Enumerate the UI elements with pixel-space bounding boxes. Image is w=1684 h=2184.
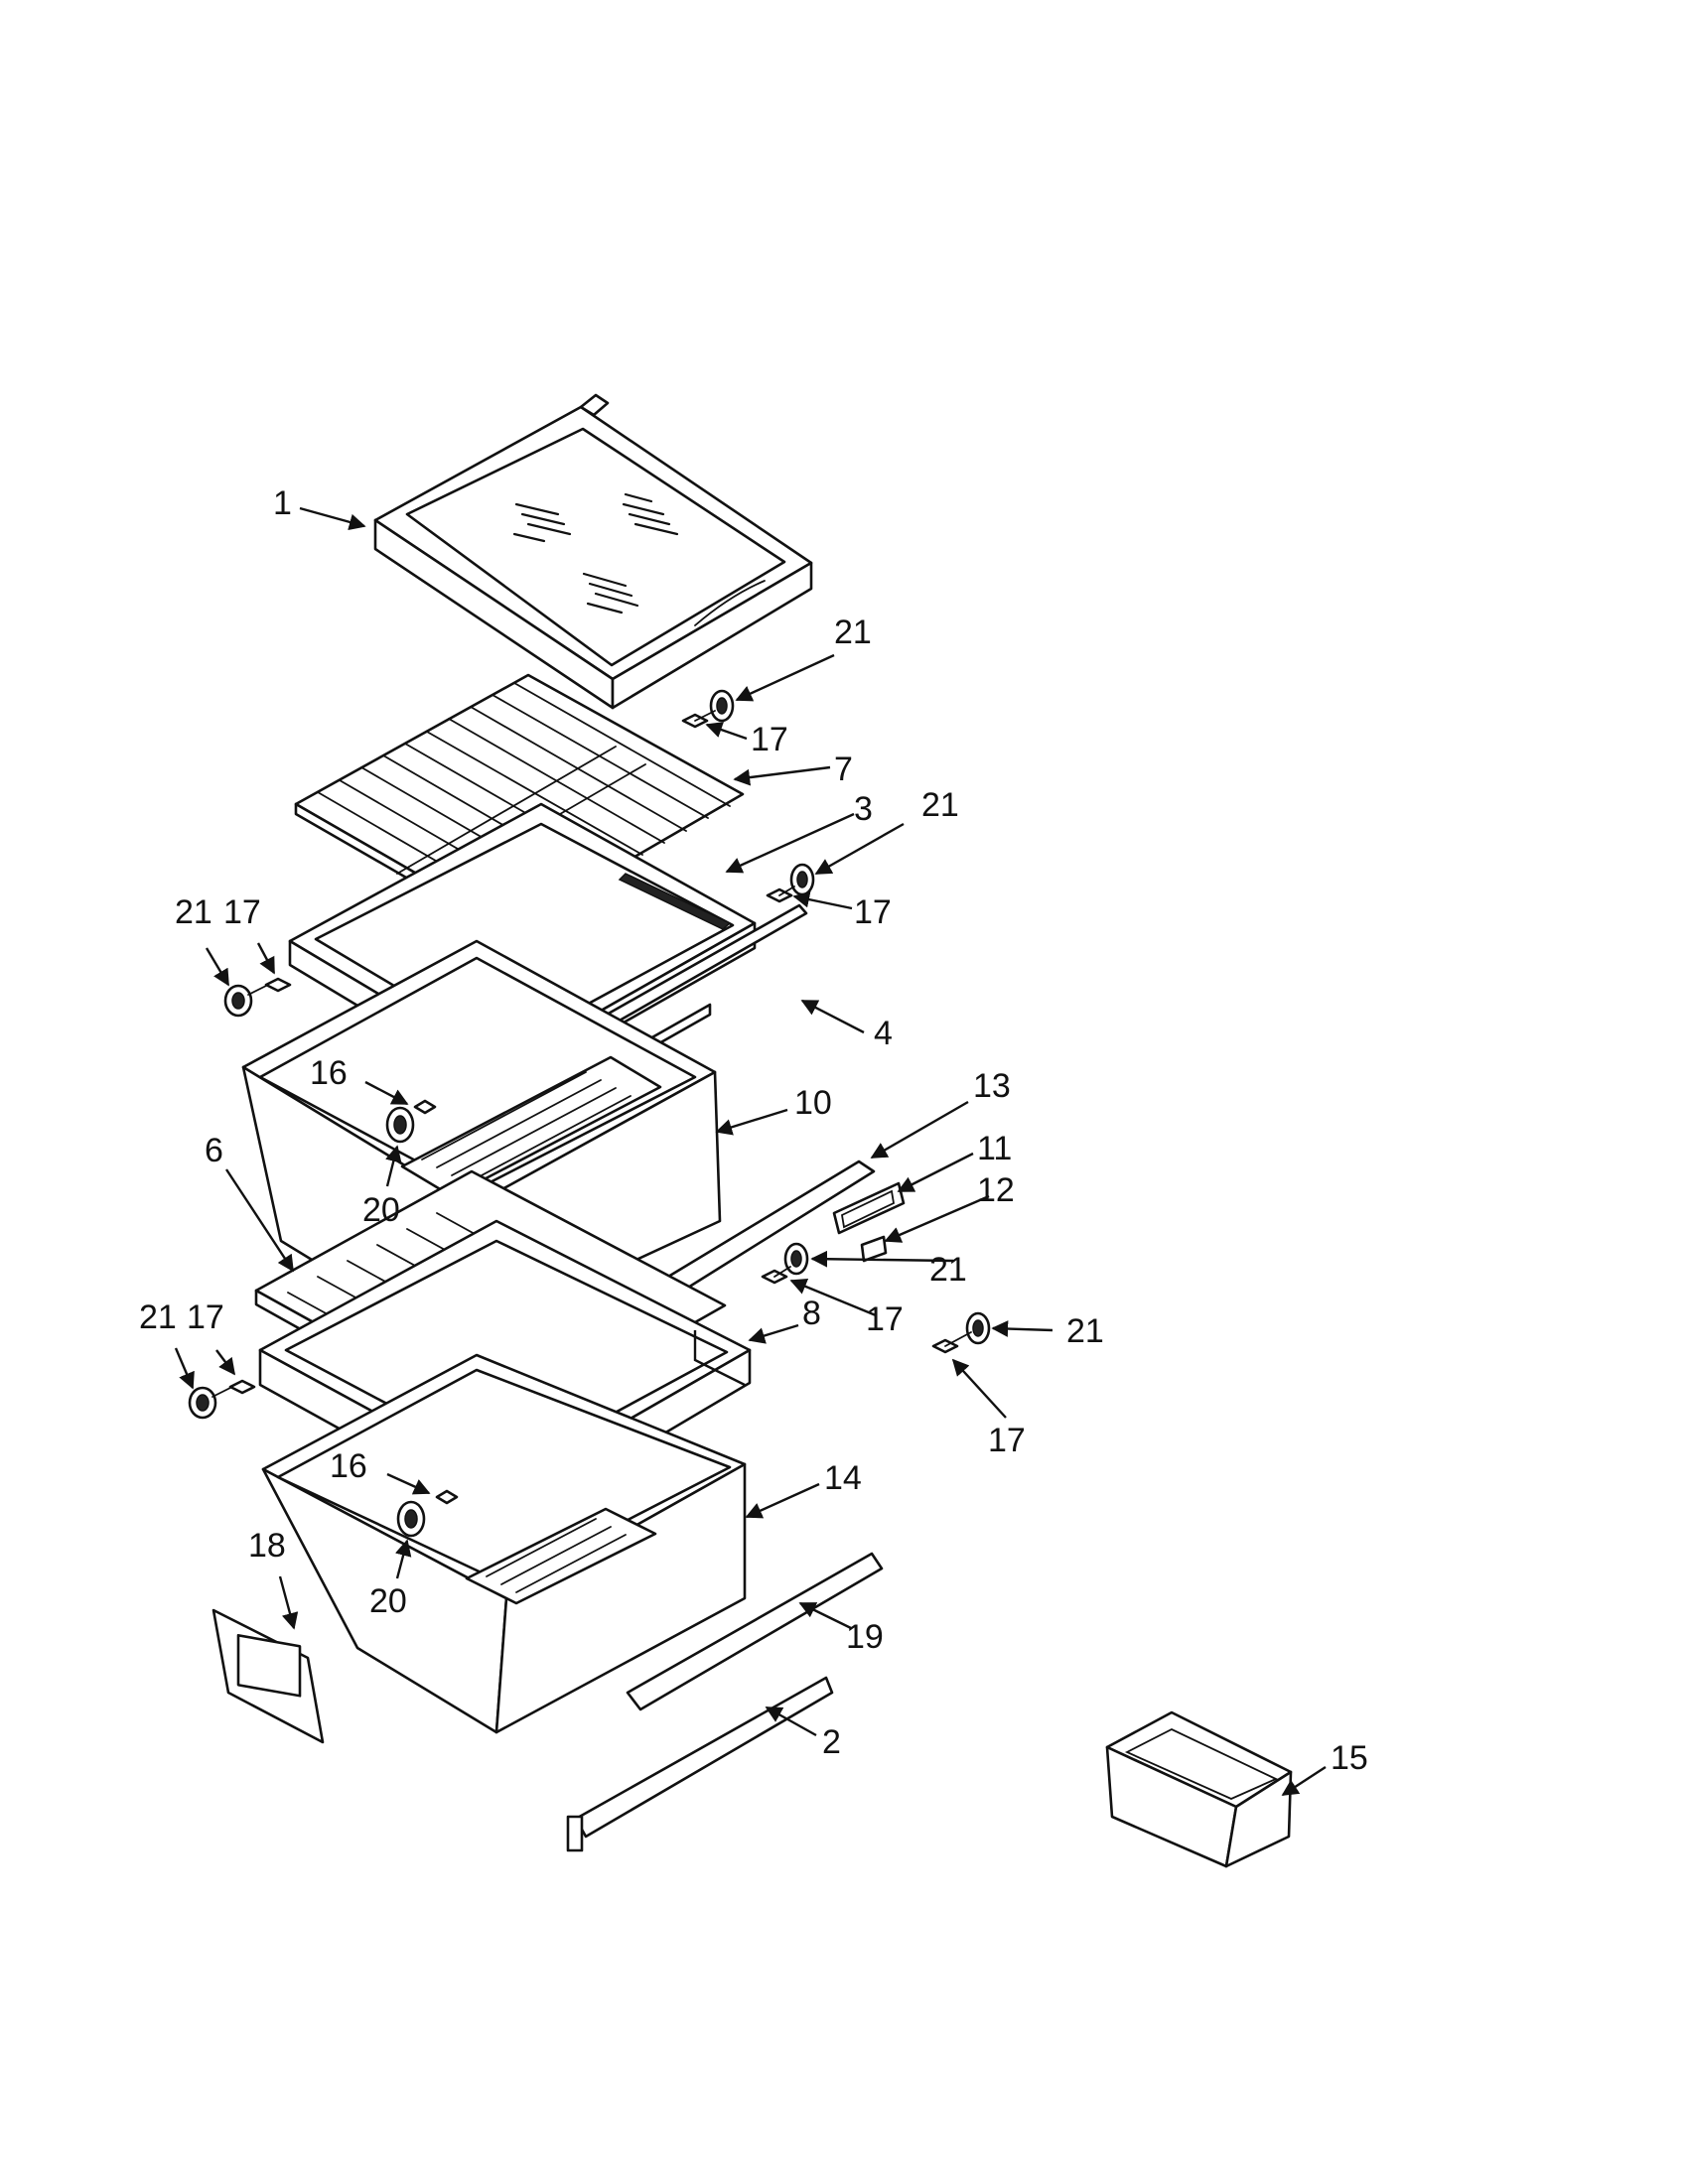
callout-20: 20 — [362, 1191, 400, 1229]
roller-21-e-icon — [965, 1311, 991, 1345]
part-19-trim — [626, 1552, 884, 1711]
callout-11: 11 — [977, 1130, 1012, 1167]
callout-16: 16 — [310, 1054, 348, 1092]
callout-21: 21 — [921, 786, 959, 824]
screw-17-b-icon — [766, 886, 795, 903]
roller-20-a-icon — [385, 1106, 415, 1144]
callout-13: 13 — [973, 1067, 1011, 1105]
hardware-screws — [211, 710, 972, 1505]
callout-17: 17 — [751, 721, 788, 758]
callout-6: 6 — [205, 1132, 223, 1169]
callout-14: 14 — [824, 1459, 862, 1497]
callout-10: 10 — [794, 1084, 832, 1122]
callout-7: 7 — [834, 751, 853, 788]
callout-21: 21 — [139, 1298, 177, 1336]
callout-17: 17 — [988, 1422, 1026, 1459]
part-11-bracket — [832, 1181, 906, 1235]
screw-17-a-icon — [681, 710, 716, 729]
callout-17: 17 — [187, 1298, 224, 1336]
callout-15: 15 — [1331, 1739, 1368, 1777]
callout-2: 2 — [822, 1723, 841, 1761]
callout-labels: 1 21 17 7 3 21 17 21 17 4 16 10 13 6 11 … — [139, 484, 1368, 1777]
callout-4: 4 — [874, 1015, 893, 1052]
callout-3: 3 — [854, 790, 873, 828]
roller-21-d-icon — [783, 1242, 809, 1276]
part-18-label — [211, 1608, 325, 1744]
callout-19: 19 — [846, 1618, 884, 1656]
leader-lines — [174, 506, 1327, 1797]
callout-20: 20 — [369, 1582, 407, 1620]
callout-17: 17 — [866, 1300, 904, 1338]
roller-21-c-icon — [223, 984, 253, 1018]
roller-21-a-icon — [709, 689, 735, 723]
part-12-clip — [860, 1235, 888, 1263]
part-14-lower-crisper-drawer — [261, 1353, 747, 1734]
screw-17-d-icon — [761, 1266, 791, 1285]
callout-21: 21 — [834, 614, 872, 651]
screw-17-e-icon — [931, 1331, 972, 1354]
callout-12: 12 — [977, 1171, 1015, 1209]
callout-21: 21 — [175, 893, 212, 931]
callout-21: 21 — [1066, 1312, 1104, 1350]
roller-21-f-icon — [188, 1386, 217, 1420]
screw-17-c-icon — [247, 977, 292, 996]
callout-18: 18 — [248, 1527, 286, 1565]
screw-16-b-icon — [435, 1489, 459, 1505]
roller-21-b-icon — [789, 863, 815, 896]
callout-16: 16 — [330, 1447, 367, 1485]
part-1-glass-shelf — [373, 393, 813, 710]
callout-17: 17 — [223, 893, 261, 931]
callout-17: 17 — [854, 893, 892, 931]
screw-17-f-icon — [211, 1379, 256, 1398]
callout-1: 1 — [273, 484, 292, 522]
roller-20-b-icon — [396, 1500, 426, 1538]
part-15-dairy-bin — [1105, 1710, 1293, 1868]
screw-16-a-icon — [413, 1099, 437, 1115]
callout-21: 21 — [929, 1251, 967, 1289]
callout-8: 8 — [802, 1295, 821, 1332]
part-2-trim — [566, 1676, 834, 1852]
